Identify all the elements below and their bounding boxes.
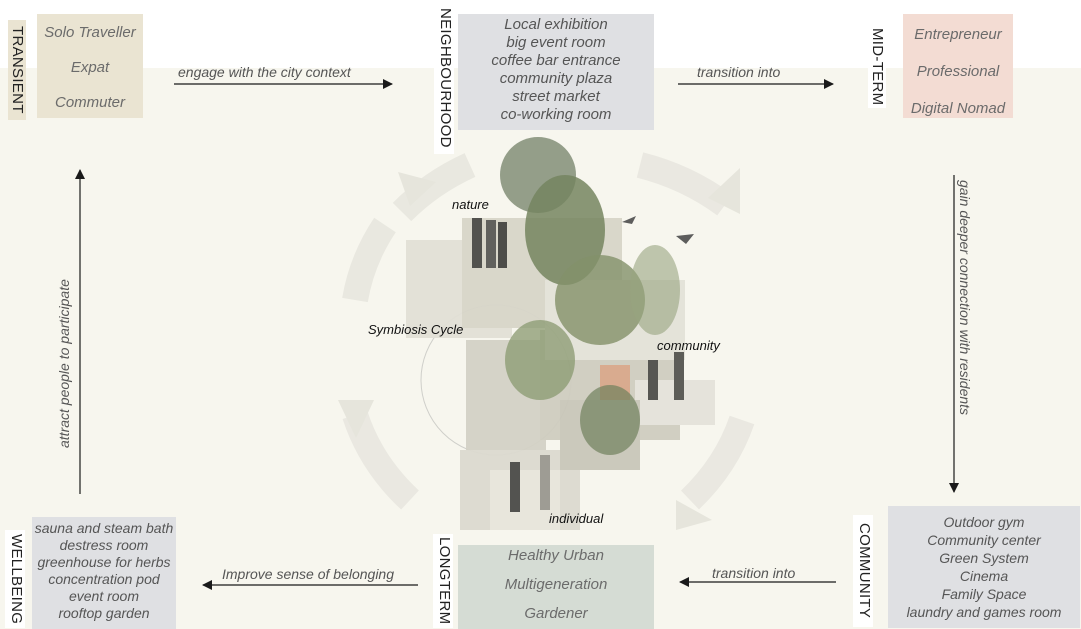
gain-label: gain deeper connection with residents bbox=[957, 180, 973, 416]
community-item: Cinema bbox=[959, 568, 1009, 584]
transient-item: Solo Traveller bbox=[44, 24, 136, 41]
individual-label: individual bbox=[549, 511, 604, 526]
attract-label: attract people to participate bbox=[56, 279, 72, 448]
community-item: Family Space bbox=[941, 586, 1027, 602]
connector-arrows bbox=[75, 79, 959, 590]
transition-bottom-label: transition into bbox=[712, 565, 796, 581]
community-label: COMMUNITY bbox=[853, 515, 873, 627]
neighbourhood-item: co-working room bbox=[500, 106, 612, 123]
community-item: Outdoor gym bbox=[943, 514, 1025, 530]
cycle-ring bbox=[342, 152, 755, 510]
wellbeing-label: WELLBEING bbox=[5, 530, 25, 628]
cycle-arrowheads bbox=[338, 168, 740, 530]
neighbourhood-box: Local exhibition big event room coffee b… bbox=[458, 14, 654, 130]
midterm-item: Entrepreneur bbox=[914, 26, 1002, 43]
transient-item: Commuter bbox=[54, 94, 125, 111]
neighbourhood-item: community plaza bbox=[499, 70, 613, 87]
transient-item: Expat bbox=[70, 59, 110, 76]
longterm-item: Multigeneration bbox=[504, 576, 608, 593]
wellbeing-item: rooftop garden bbox=[58, 605, 150, 621]
wellbeing-box: sauna and steam bath destress room green… bbox=[32, 517, 176, 629]
wellbeing-item: greenhouse for herbs bbox=[37, 554, 171, 570]
collage bbox=[406, 137, 715, 530]
midterm-item: Professional bbox=[916, 63, 1000, 80]
longterm-item: Healthy Urban bbox=[508, 547, 604, 564]
neighbourhood-item: Local exhibition bbox=[504, 16, 608, 33]
nature-label: nature bbox=[452, 197, 489, 212]
improve-label: Improve sense of belonging bbox=[222, 566, 394, 582]
community-center-label: community bbox=[657, 338, 720, 353]
midterm-label: MID-TERM bbox=[868, 26, 886, 108]
wellbeing-item: concentration pod bbox=[48, 571, 160, 587]
neighbourhood-label: NEIGHBOURHOOD bbox=[434, 2, 454, 154]
community-item: Green System bbox=[939, 550, 1029, 566]
neighbourhood-item: coffee bar entrance bbox=[491, 52, 621, 69]
transient-label: TRANSIENT bbox=[8, 20, 26, 120]
neighbourhood-item: big event room bbox=[506, 34, 606, 51]
transient-box: Solo Traveller Expat Commuter bbox=[37, 14, 143, 118]
longterm-box: Healthy Urban Multigeneration Gardener bbox=[458, 545, 654, 629]
wellbeing-item: sauna and steam bath bbox=[34, 520, 174, 536]
wellbeing-item: destress room bbox=[59, 537, 149, 553]
longterm-item: Gardener bbox=[524, 605, 588, 622]
community-item: Community center bbox=[927, 532, 1041, 548]
symbiosis-cycle-title: Symbiosis Cycle bbox=[368, 322, 464, 337]
community-item: laundry and games room bbox=[906, 604, 1062, 620]
longterm-label: LONGTERM bbox=[433, 534, 453, 628]
midterm-item: Digital Nomad bbox=[910, 100, 1006, 117]
wellbeing-item: event room bbox=[68, 588, 140, 604]
midterm-box: Entrepreneur Professional Digital Nomad bbox=[903, 14, 1013, 118]
neighbourhood-item: street market bbox=[512, 88, 600, 105]
community-box: Outdoor gym Community center Green Syste… bbox=[888, 506, 1080, 628]
engage-label: engage with the city context bbox=[178, 64, 351, 80]
transition-top-label: transition into bbox=[697, 64, 781, 80]
